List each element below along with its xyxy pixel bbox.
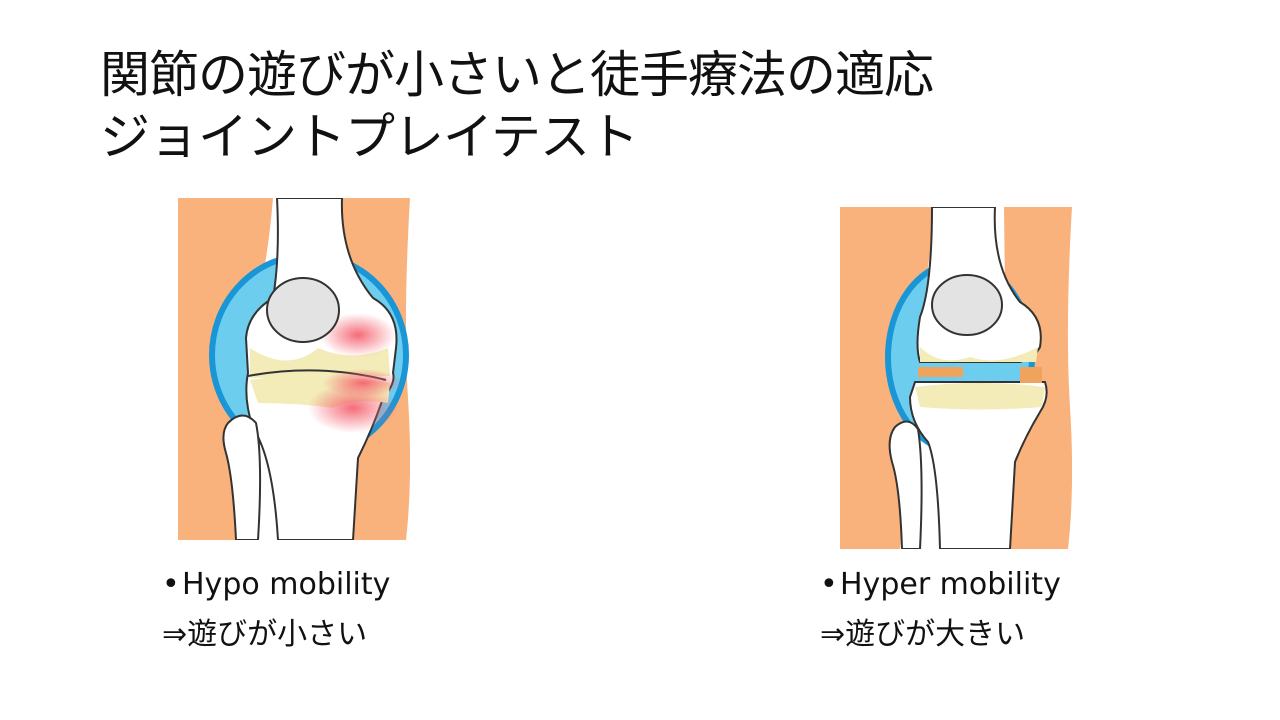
hypo-mobility-caption: •Hypo mobility ⇒遊びが小さい xyxy=(162,560,390,660)
hypo-mobility-meaning: ⇒遊びが小さい xyxy=(162,617,368,652)
title-line-1: 関節の遊びが小さいと徒手療法の適応 xyxy=(100,46,934,104)
hyper-mobility-caption: •Hyper mobility ⇒遊びが大きい xyxy=(820,560,1061,660)
slide-title: 関節の遊びが小さいと徒手療法の適応 ジョイントプレイテスト xyxy=(100,44,934,168)
title-line-2: ジョイントプレイテスト xyxy=(100,108,639,166)
bullet: • xyxy=(162,567,180,602)
hypomobile-knee-illustration xyxy=(178,198,410,540)
hyper-mobility-meaning: ⇒遊びが大きい xyxy=(820,617,1026,652)
hypo-mobility-term: Hypo mobility xyxy=(182,567,391,602)
hyper-mobility-term: Hyper mobility xyxy=(840,567,1061,602)
hypermobile-knee-illustration xyxy=(840,207,1072,549)
bullet: • xyxy=(820,567,838,602)
